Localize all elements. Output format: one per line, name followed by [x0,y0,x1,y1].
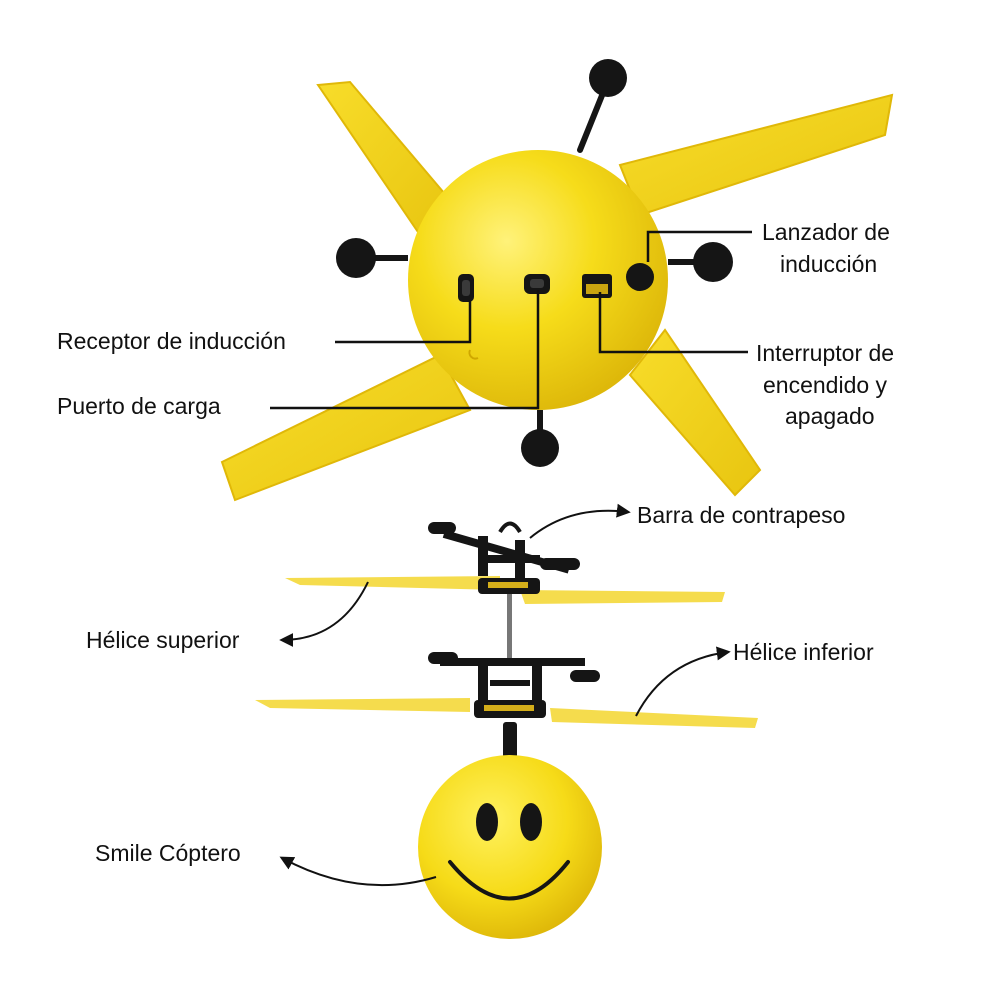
antenna-bottom-icon [521,429,559,467]
side-view-helicopter-icon [255,521,758,939]
label-barra: Barra de contrapeso [637,502,845,528]
antenna-left-icon [336,238,376,278]
lower-propeller [255,698,470,712]
top-view-helicopter-icon [220,59,894,502]
label-smile: Smile Cóptero [95,840,241,866]
left-eye-icon [476,803,498,841]
counterweight-bar-icon [428,522,580,578]
induction-launcher-icon [626,263,654,291]
upper-propeller [285,576,500,590]
label-interruptor-line2: encendido y [763,372,888,398]
label-interruptor-line1: Interruptor de [756,340,894,366]
label-puerto: Puerto de carga [57,393,221,419]
label-helice-superior: Hélice superior [86,627,240,653]
smile-mouth-icon [448,860,570,901]
lower-rotor-frame [428,652,600,710]
top-leader-lines [270,230,752,410]
blade-upper-right [618,93,894,217]
antenna-top-icon [589,59,627,97]
smiley-ball [418,755,602,939]
blade-lower-left [220,353,472,502]
antenna-right-icon [693,242,733,282]
label-lanzador-line1: Lanzador de [762,219,890,245]
label-lanzador-line2: inducción [780,251,877,277]
blade-lower-right [628,328,762,497]
label-helice-inferior: Hélice inferior [733,639,874,665]
right-eye-icon [520,803,542,841]
label-receptor: Receptor de inducción [57,328,286,354]
label-interruptor-line3: apagado [785,403,875,429]
side-leader-arrows [279,503,731,887]
